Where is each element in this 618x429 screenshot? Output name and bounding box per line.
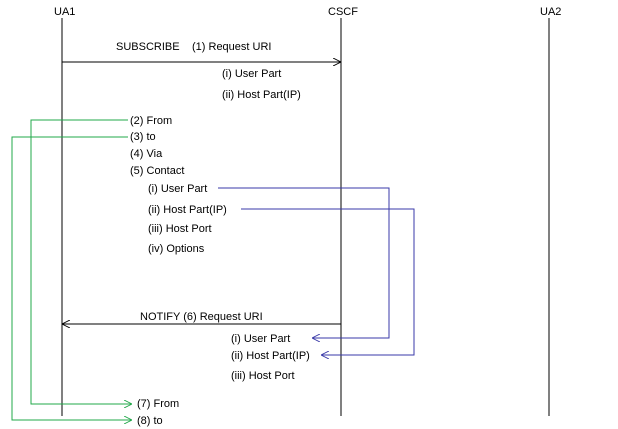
- subscribe-method-label: SUBSCRIBE: [116, 41, 180, 53]
- to-header-label: (3) to: [130, 131, 156, 143]
- notify-host-port-label: (iii) Host Port: [231, 370, 295, 382]
- subscribe-host-part-label: (ii) Host Part(IP): [222, 89, 301, 101]
- notify-host-part-label: (ii) Host Part(IP): [231, 350, 310, 362]
- user-part-link-arrow: [218, 187, 390, 338]
- from-header-label: (2) From: [130, 115, 173, 127]
- to-link-arrow: [11, 136, 132, 420]
- host-part-link-arrow: [241, 208, 415, 355]
- contact-header-label: (5) Contact: [130, 165, 185, 177]
- contact-user-part-label: (i) User Part: [148, 183, 208, 195]
- contact-host-part-label: (ii) Host Part(IP): [148, 204, 227, 216]
- contact-host-port-label: (iii) Host Port: [148, 223, 212, 235]
- via-header-label: (4) Via: [130, 148, 163, 160]
- notify-user-part-label: (i) User Part: [231, 333, 291, 345]
- notify-method-uri-label: NOTIFY (6) Request URI: [140, 311, 263, 323]
- cscf-actor-label: CSCF: [328, 6, 358, 18]
- ua2-actor-label: UA2: [540, 6, 562, 18]
- subscribe-request-uri-label: (1) Request URI: [192, 41, 272, 53]
- from-link-arrow: [30, 119, 132, 404]
- notify-to-label: (8) to: [137, 415, 163, 427]
- contact-options-label: (iv) Options: [148, 243, 205, 255]
- ua1-actor-label: UA1: [54, 6, 76, 18]
- subscribe-user-part-label: (i) User Part: [222, 68, 282, 80]
- notify-from-label: (7) From: [137, 398, 180, 410]
